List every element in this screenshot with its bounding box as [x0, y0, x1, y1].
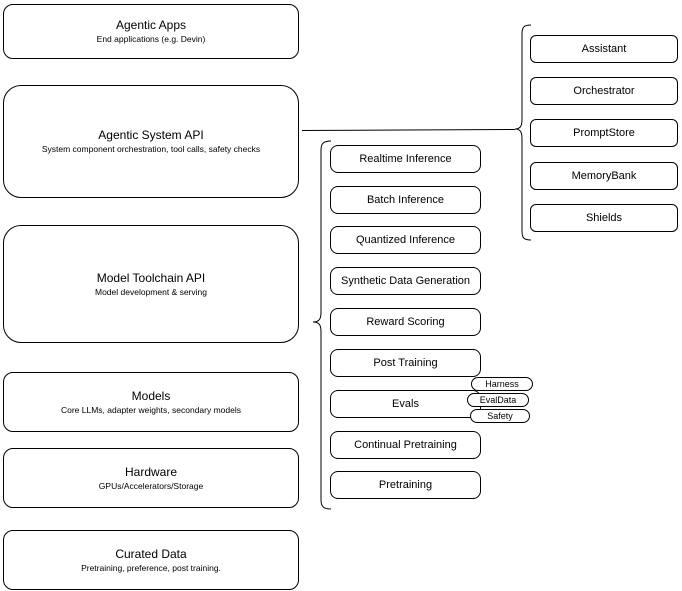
node-subtitle: System component orchestration, tool cal…	[41, 144, 261, 154]
node-subtitle: GPUs/Accelerators/Storage	[98, 480, 204, 491]
node-memorybank: MemoryBank	[530, 162, 678, 190]
node-agentic-apps: Agentic Apps End applications (e.g. Devi…	[3, 4, 299, 59]
tag-safety: Safety	[470, 409, 530, 423]
node-realtime-inference: Realtime Inference	[330, 145, 481, 173]
node-quantized-inference: Quantized Inference	[330, 226, 481, 254]
node-orchestrator: Orchestrator	[530, 77, 678, 105]
node-batch-inference: Batch Inference	[330, 186, 481, 214]
connector-line	[301, 129, 516, 131]
node-evals: Evals	[330, 390, 481, 418]
system-components-brace	[514, 24, 532, 241]
node-title: Agentic Apps	[115, 18, 187, 32]
node-subtitle: Pretraining, preference, post training.	[81, 562, 221, 573]
node-title: Models	[131, 388, 171, 403]
node-curated-data: Curated Data Pretraining, preference, po…	[3, 530, 299, 590]
node-assistant: Assistant	[530, 35, 678, 63]
tag-evaldata: EvalData	[467, 393, 529, 407]
node-synthetic-data-generation: Synthetic Data Generation	[330, 267, 481, 295]
node-title: Agentic System API	[98, 128, 204, 142]
node-agentic-system-api: Agentic System API System component orch…	[3, 85, 299, 198]
toolchain-brace	[312, 140, 332, 510]
node-subtitle: End applications (e.g. Devin)	[96, 34, 206, 44]
node-hardware: Hardware GPUs/Accelerators/Storage	[3, 448, 299, 508]
node-post-training: Post Training	[330, 349, 481, 377]
node-title: Curated Data	[115, 546, 187, 561]
tag-harness: Harness	[471, 377, 533, 391]
node-subtitle: Model development & serving	[95, 286, 207, 297]
node-model-toolchain-api: Model Toolchain API Model development & …	[3, 225, 299, 343]
node-title: Model Toolchain API	[96, 270, 206, 285]
node-continual-pretraining: Continual Pretraining	[330, 431, 481, 459]
node-subtitle: Core LLMs, adapter weights, secondary mo…	[60, 404, 241, 415]
node-title: Hardware	[124, 464, 178, 479]
node-shields: Shields	[530, 204, 678, 232]
node-pretraining: Pretraining	[330, 471, 481, 499]
node-promptstore: PromptStore	[530, 119, 678, 147]
node-reward-scoring: Reward Scoring	[330, 308, 481, 336]
node-models: Models Core LLMs, adapter weights, secon…	[3, 372, 299, 432]
